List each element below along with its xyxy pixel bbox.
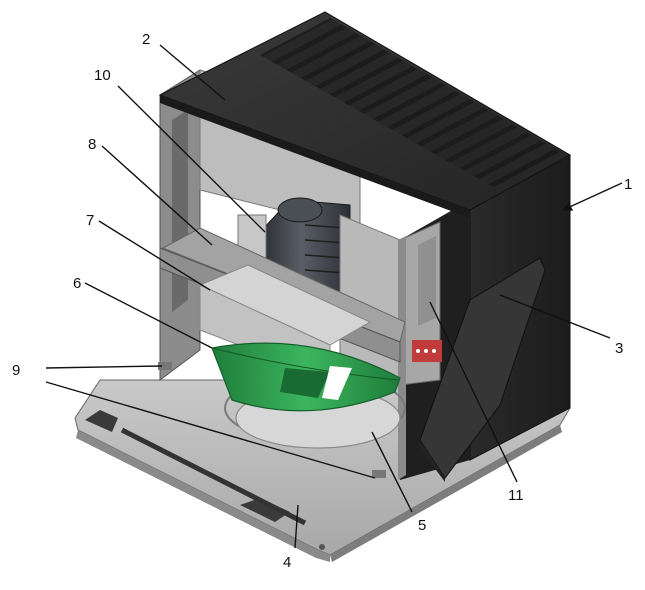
callout-5: 5 <box>418 517 426 534</box>
leader-lines <box>45 44 623 549</box>
leader-6 <box>84 282 213 349</box>
leader-2 <box>159 44 226 101</box>
inlet-cone <box>418 257 546 482</box>
callout-6: 6 <box>73 275 81 292</box>
callout-4: 4 <box>283 554 291 571</box>
callout-8: 8 <box>88 136 96 153</box>
leader-9a <box>45 365 163 369</box>
base-handle-front <box>240 498 290 522</box>
leader-5 <box>371 431 413 513</box>
corner-bracket <box>372 470 386 478</box>
leader-3 <box>499 294 611 339</box>
leader-7 <box>98 220 211 291</box>
mounting-bracket <box>158 362 172 370</box>
leader-10 <box>117 85 266 233</box>
cross-beams <box>159 227 406 381</box>
callout-1: 1 <box>624 176 632 193</box>
callout-3: 3 <box>615 340 623 357</box>
leader-8 <box>101 145 213 246</box>
callout-2: 2 <box>142 31 150 48</box>
callout-labels: 1 2 3 4 5 6 7 8 9 10 11 <box>12 31 632 571</box>
callout-11: 11 <box>508 487 524 504</box>
leader-9b <box>45 381 376 479</box>
leader-4 <box>294 504 299 549</box>
leader-1 <box>562 182 623 211</box>
top-housing <box>158 11 572 218</box>
base-handle-left <box>85 410 118 432</box>
callout-7: 7 <box>86 212 94 229</box>
callout-9: 9 <box>12 362 20 379</box>
callout-10: 10 <box>94 67 111 84</box>
leader-11 <box>429 301 518 483</box>
impeller <box>211 342 406 449</box>
